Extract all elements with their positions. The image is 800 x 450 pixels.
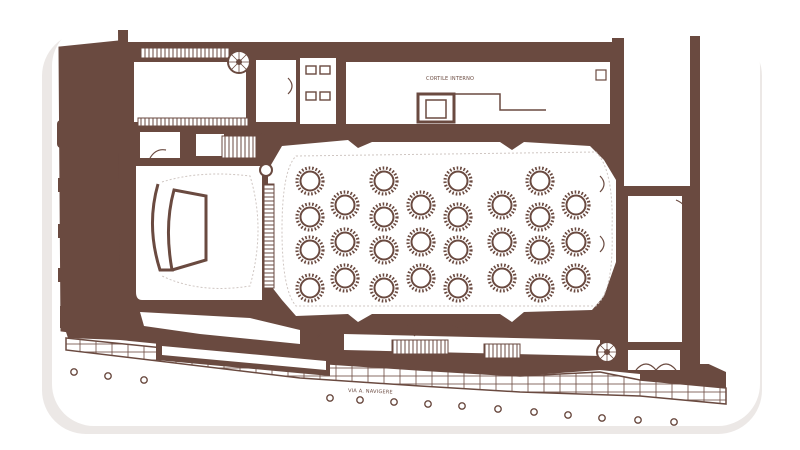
bollard	[598, 414, 606, 422]
bollard	[564, 411, 572, 419]
round-table	[330, 263, 360, 293]
round-table	[443, 273, 473, 303]
bollard	[634, 416, 642, 424]
round-table	[295, 202, 325, 232]
restroom-fixtures	[287, 65, 331, 101]
round-table	[525, 273, 555, 303]
round-table	[561, 190, 591, 220]
courtyard-label: CORTILE INTERNO	[426, 76, 474, 82]
spiral-stair-top	[227, 50, 251, 74]
doors	[149, 123, 689, 371]
street-edge	[65, 337, 727, 405]
round-table	[406, 227, 436, 257]
round-table	[295, 273, 325, 303]
bollard	[104, 372, 112, 380]
bollard	[140, 376, 148, 384]
spiral-stair-bottom	[596, 341, 618, 363]
elevator-structure	[416, 69, 607, 124]
left-building	[57, 40, 124, 340]
street-label: VIA A. NAVIGERE	[348, 388, 393, 396]
round-table	[369, 235, 399, 265]
round-table	[295, 166, 325, 196]
round-table	[561, 227, 591, 257]
bollard	[390, 398, 398, 406]
round-table	[295, 235, 325, 265]
bollard	[70, 368, 78, 376]
round-table	[369, 273, 399, 303]
round-table	[443, 202, 473, 232]
stage	[151, 163, 273, 289]
round-table	[525, 202, 555, 232]
bollard	[458, 402, 466, 410]
banquet-tables	[295, 166, 591, 303]
stairs	[137, 47, 521, 359]
bollard	[356, 396, 364, 404]
ballroom-outline	[281, 151, 613, 307]
round-table	[369, 202, 399, 232]
round-table	[525, 166, 555, 196]
round-table	[443, 235, 473, 265]
round-table	[406, 263, 436, 293]
round-table	[487, 190, 517, 220]
round-table	[525, 235, 555, 265]
bollard	[670, 418, 678, 426]
round-table	[561, 263, 591, 293]
bollard	[494, 405, 502, 413]
round-table	[330, 190, 360, 220]
round-table	[487, 227, 517, 257]
round-table	[369, 166, 399, 196]
bollard	[326, 394, 334, 402]
round-table	[487, 263, 517, 293]
round-table	[443, 166, 473, 196]
round-table	[406, 190, 436, 220]
bollard	[424, 400, 432, 408]
street-bollards	[70, 368, 678, 426]
bollard	[530, 408, 538, 416]
round-table	[330, 227, 360, 257]
